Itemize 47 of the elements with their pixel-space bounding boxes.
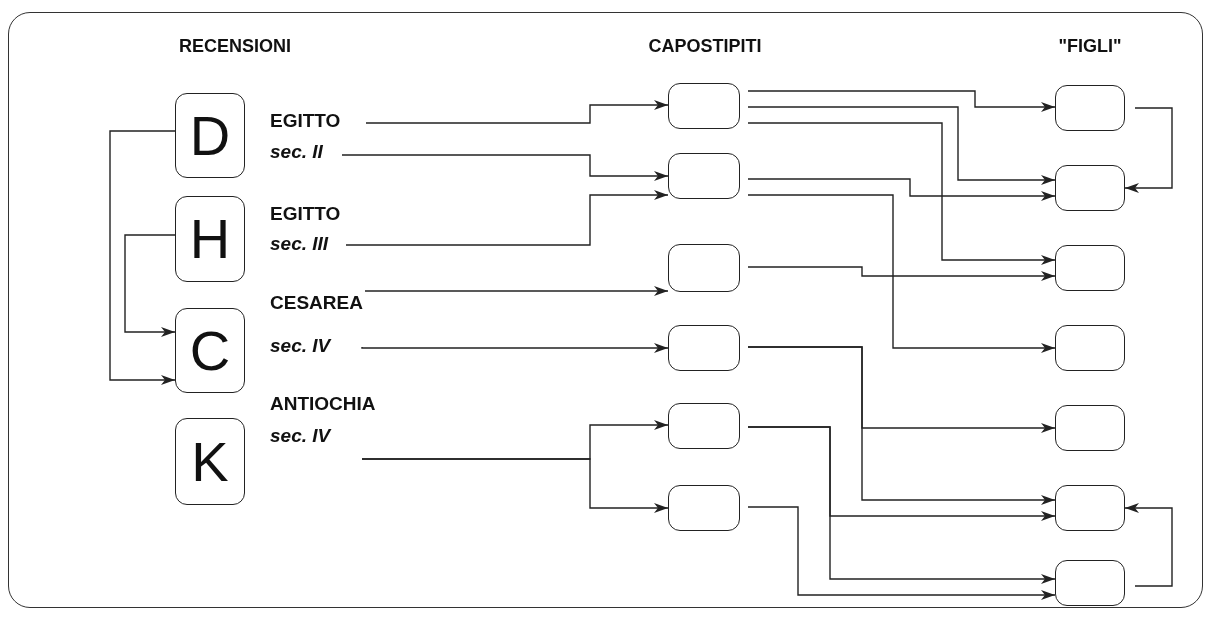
arrow [341,154,669,181]
column-heading: CAPOSTIPITI [648,36,762,57]
place-label: ANTIOCHIA [270,393,376,416]
century-label: sec. IV [270,335,331,358]
arrow [361,343,669,353]
arrow [747,506,1056,600]
empty-box [1055,325,1125,371]
recension-box: H [175,196,245,282]
recension-box: C [175,308,245,393]
empty-box [1055,405,1125,451]
place-label: CESAREA [270,292,363,315]
century-label: sec. III [270,233,329,256]
arrow [1124,503,1173,587]
century-label: sec. IV [270,425,331,448]
arrow [365,100,669,124]
recension-box: D [175,93,245,178]
empty-box [668,244,740,292]
column-heading: RECENSIONI [179,36,291,57]
empty-box [668,403,740,449]
column-heading: "FIGLI" [1058,36,1122,57]
arrow [747,346,1056,505]
arrow [747,122,1056,265]
century-label: sec. II [270,141,323,164]
arrow [747,194,1056,353]
arrow [345,190,669,246]
arrow [747,266,1056,281]
place-label: EGITTO [270,110,341,133]
arrow [361,458,669,513]
empty-box [1055,560,1125,606]
empty-box [668,325,740,371]
empty-box [668,153,740,199]
arrow [747,90,1056,112]
empty-box [1055,165,1125,211]
arrow [109,130,176,385]
empty-box [1055,85,1125,131]
empty-box [668,83,740,129]
empty-box [1055,245,1125,291]
arrow [747,426,1056,584]
arrow [1124,107,1173,193]
arrow [364,286,669,296]
recension-box: K [175,418,245,505]
arrow [747,178,1056,201]
arrow [124,234,176,337]
arrow [747,106,1056,185]
empty-box [668,485,740,531]
place-label: EGITTO [270,203,341,226]
empty-box [1055,485,1125,531]
